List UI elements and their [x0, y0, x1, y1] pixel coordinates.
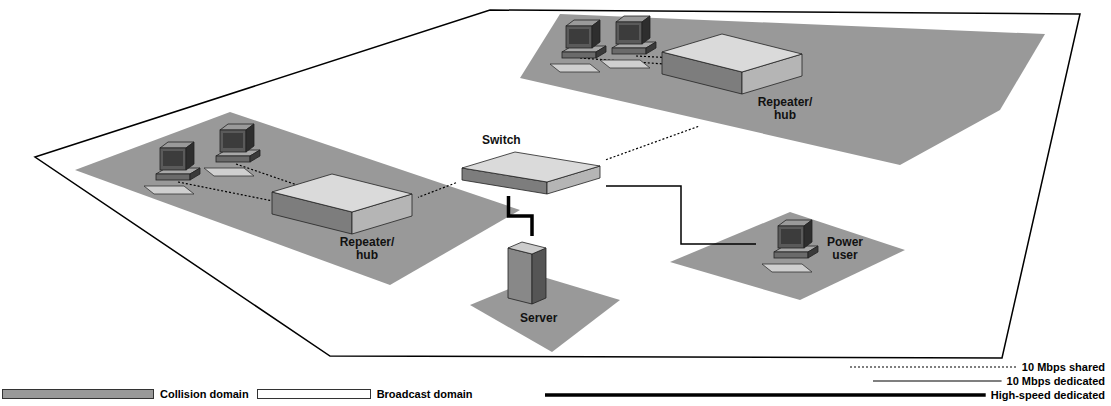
workstation-icon — [550, 20, 606, 72]
device-label: Server — [520, 312, 557, 325]
legend-label: 10 Mbps shared — [1022, 361, 1105, 373]
legend-label: 10 Mbps dedicated — [1007, 375, 1105, 387]
legend-swatch — [2, 389, 154, 399]
power-user-workstation: Power user — [756, 214, 874, 274]
device-label: Repeater/ hub — [752, 96, 818, 122]
legend-label: Collision domain — [160, 388, 249, 400]
switch-device: Switch — [456, 130, 606, 196]
shared-links — [178, 56, 676, 204]
server-icon — [508, 242, 546, 304]
shared-link — [418, 183, 456, 198]
shared-link — [606, 126, 700, 160]
collision-domain — [670, 212, 905, 300]
hub-icon — [662, 34, 802, 94]
hub-icon — [272, 174, 412, 234]
high-speed-link — [509, 196, 533, 236]
legend-line-sample — [850, 366, 1017, 367]
workstation-icon — [762, 220, 818, 272]
broadcast-domain — [35, 10, 1080, 358]
legend-line-sample — [873, 380, 1002, 381]
collision-domain — [520, 14, 1045, 165]
device-label: Power user — [822, 236, 868, 262]
server-device: Server — [500, 236, 580, 332]
legend-label: Broadcast domain — [377, 388, 473, 400]
device-label: Repeater/ hub — [334, 236, 400, 262]
workstation-icon — [144, 142, 200, 194]
legend-line-sample — [545, 393, 986, 397]
legend-swatch — [257, 389, 371, 399]
device-label: Switch — [482, 134, 521, 147]
collision-domain — [75, 112, 520, 285]
hub-device: Repeater/ hub — [658, 30, 824, 126]
workstation-icon — [600, 16, 656, 68]
workstation-icon — [204, 124, 260, 176]
legend-label: High-speed dedicated — [991, 389, 1105, 401]
hub-device: Repeater/ hub — [268, 168, 418, 266]
switch-icon — [462, 152, 600, 194]
dedicated-link — [606, 186, 756, 244]
